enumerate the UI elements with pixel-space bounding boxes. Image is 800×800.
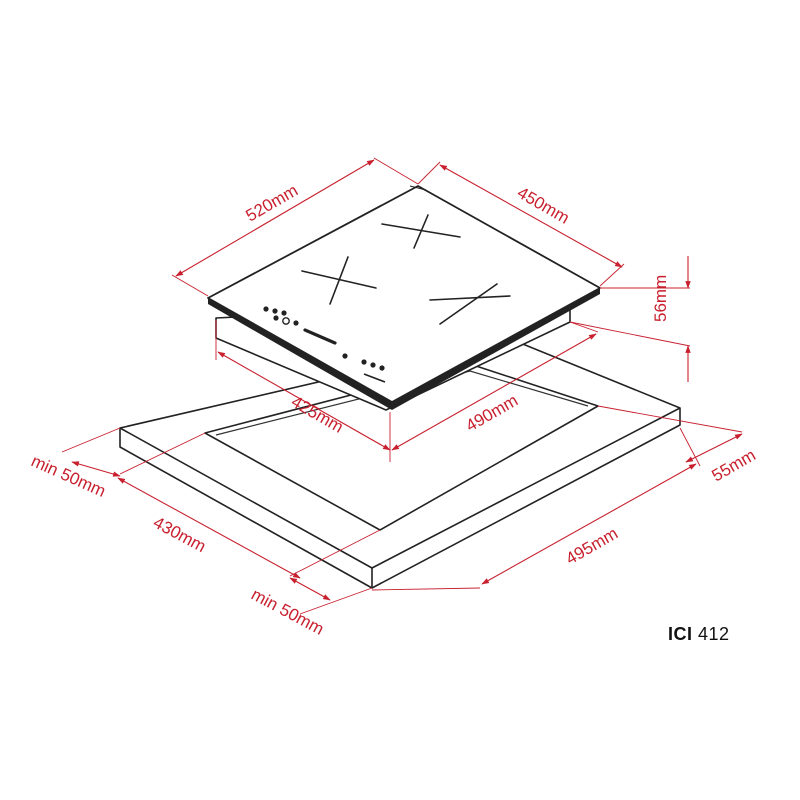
- touch-control: [379, 365, 385, 371]
- dim-edge-front-label: 55mm: [709, 445, 759, 485]
- touch-control: [281, 310, 287, 316]
- dim-hob-depth-line: [439, 164, 623, 268]
- dim-min-clearance-left-label: min 50mm: [28, 451, 108, 501]
- touch-control: [361, 359, 367, 365]
- hob-glass-top: [207, 185, 601, 403]
- power-control: [282, 317, 290, 325]
- dim-worktop-width-line: [481, 463, 697, 585]
- worktop-side-faces: [119, 408, 681, 589]
- dim-cutout-depth-line: [217, 351, 391, 451]
- touch-control: [272, 308, 278, 314]
- hob: [207, 185, 601, 411]
- touch-control: [263, 306, 269, 312]
- model-series: ICI: [668, 624, 693, 644]
- dim-hob-width-line: [175, 159, 375, 277]
- slider-control: [303, 328, 337, 345]
- model-code: 412: [698, 624, 730, 644]
- dim-min-clearance-front-line: [289, 577, 331, 601]
- dimension-lines: [61, 157, 743, 615]
- dim-worktop-width-label: 495mm: [563, 524, 622, 569]
- touch-control: [342, 353, 348, 359]
- model-number: ICI 412: [668, 624, 730, 645]
- dim-cutout-width-line: [391, 333, 597, 451]
- dim-min-clearance-front-label: min 50mm: [248, 585, 327, 639]
- dim-hob-depth-label: 450mm: [514, 183, 573, 228]
- cooking-zone-right: [429, 283, 511, 325]
- touch-control: [273, 315, 279, 321]
- dim-edge-front-line: [685, 433, 743, 463]
- dim-worktop-depth-label: 430mm: [150, 513, 209, 556]
- dim-hob-width-label: 520mm: [243, 181, 302, 226]
- touch-control: [370, 362, 376, 368]
- hob-glass-edge: [208, 288, 600, 410]
- glass-corner-mark: [409, 185, 427, 191]
- dim-hob-height-label: 56mm: [651, 275, 670, 322]
- dim-min-clearance-left-line: [71, 461, 121, 477]
- touch-control: [293, 320, 299, 326]
- dim-cutout-width-label: 490mm: [463, 391, 522, 436]
- dim-worktop-depth-line: [117, 477, 301, 579]
